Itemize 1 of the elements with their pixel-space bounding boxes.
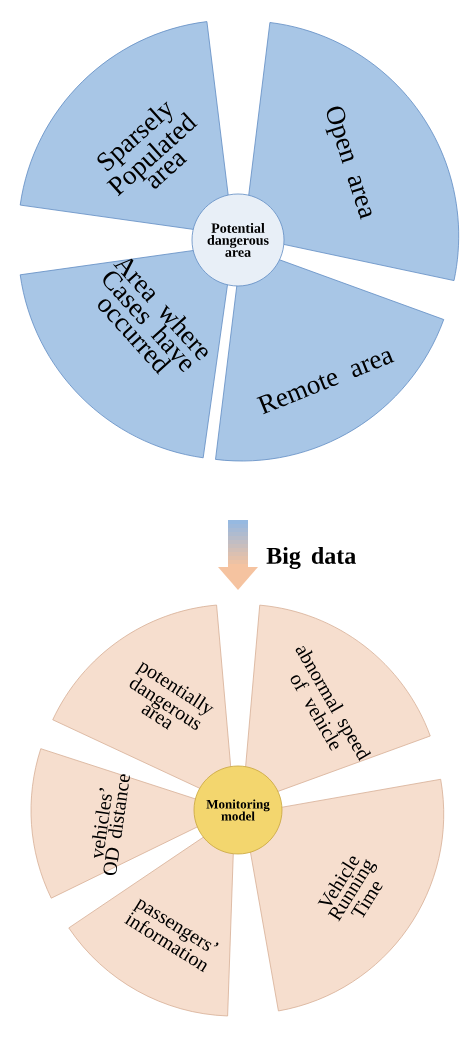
arrow-label: Big data [266,547,356,569]
